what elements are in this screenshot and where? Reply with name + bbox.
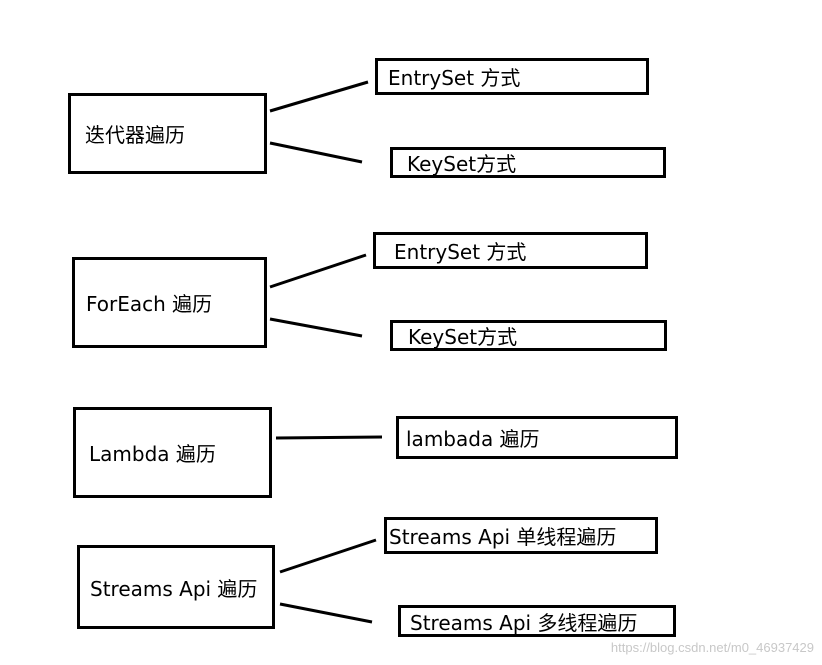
node-foreach-entryset: EntrySet 方式 bbox=[373, 232, 648, 269]
node-iterator-entryset: EntrySet 方式 bbox=[375, 58, 649, 95]
node-label: Streams Api 遍历 bbox=[90, 576, 258, 601]
node-streams-multi-thread: Streams Api 多线程遍历 bbox=[398, 605, 676, 637]
node-foreach-keyset: KeySet方式 bbox=[390, 320, 667, 351]
connector-lambda-lambada bbox=[275, 435, 383, 440]
connector-foreach-keyset bbox=[269, 317, 363, 338]
node-lambada-traversal: lambada 遍历 bbox=[396, 416, 678, 459]
node-streams-api-traversal: Streams Api 遍历 bbox=[77, 545, 275, 629]
node-streams-single-thread: Streams Api 单线程遍历 bbox=[384, 517, 658, 554]
watermark: https://blog.csdn.net/m0_46937429 bbox=[610, 640, 814, 655]
connector-streams-multi bbox=[279, 602, 373, 624]
node-label: lambada 遍历 bbox=[406, 427, 540, 451]
node-label: KeySet方式 bbox=[407, 152, 517, 176]
node-label: EntrySet 方式 bbox=[394, 240, 527, 264]
node-label: EntrySet 方式 bbox=[388, 66, 521, 90]
node-label: KeySet方式 bbox=[408, 325, 518, 349]
connector-iterator-entryset bbox=[269, 80, 369, 113]
node-iterator-keyset: KeySet方式 bbox=[390, 147, 666, 178]
node-iterator-traversal: 迭代器遍历 bbox=[68, 93, 267, 174]
connector-iterator-keyset bbox=[269, 141, 363, 164]
connector-foreach-entryset bbox=[269, 253, 367, 289]
node-label: ForEach 遍历 bbox=[86, 292, 213, 316]
node-label: Streams Api 多线程遍历 bbox=[410, 610, 638, 635]
node-label: 迭代器遍历 bbox=[85, 123, 185, 147]
node-label: Streams Api 单线程遍历 bbox=[389, 525, 617, 549]
node-lambda-traversal: Lambda 遍历 bbox=[73, 407, 272, 498]
node-label: Lambda 遍历 bbox=[89, 442, 216, 466]
connector-streams-single bbox=[279, 538, 377, 574]
node-foreach-traversal: ForEach 遍历 bbox=[72, 257, 267, 348]
